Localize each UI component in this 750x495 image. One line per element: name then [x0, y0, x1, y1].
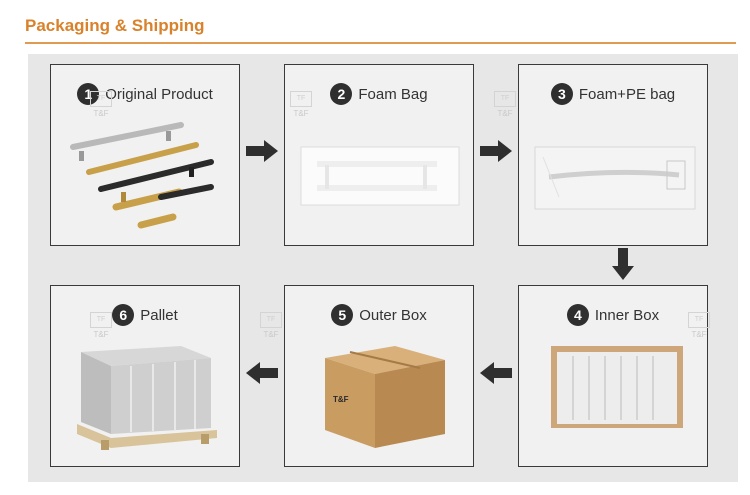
- step-card-foam-bag: 2 Foam Bag TF T&F: [284, 64, 474, 246]
- title-rule: [25, 42, 736, 44]
- arrow-left-icon: [246, 362, 278, 384]
- step-card-inner-box: 4 Inner Box TF T&F: [518, 285, 711, 467]
- arrow-right-icon: [480, 140, 512, 162]
- step-card-outer-box: 5 Outer Box T&F TF T&F: [260, 285, 474, 467]
- step-number-badge: 1: [77, 83, 100, 105]
- box-brand-print: T&F: [333, 395, 349, 404]
- step-caption: 4 Inner Box: [519, 304, 707, 326]
- step-label: Foam+PE bag: [578, 85, 676, 103]
- step-card-original-product: 1 Original Product TF T&F: [50, 64, 240, 246]
- flow-panel: 1 Original Product TF T&F 2 Foam B: [28, 54, 738, 482]
- step-label: Pallet: [140, 306, 178, 324]
- step-number-badge: 6: [112, 304, 135, 326]
- step-label: Foam Bag: [358, 85, 428, 103]
- inner-box-image: [551, 346, 683, 428]
- step-caption: 6 Pallet: [51, 304, 239, 326]
- step-caption: 2 Foam Bag: [285, 83, 473, 105]
- arrow-right-icon: [246, 140, 278, 162]
- step-card-foam-pe-bag: 3 Foam+PE bag TF T&F: [494, 64, 708, 246]
- step-label: Outer Box: [359, 306, 427, 324]
- watermark-logo: TF T&F: [259, 312, 283, 339]
- step-caption: 5 Outer Box: [285, 304, 473, 326]
- arrow-down-icon: [612, 248, 634, 280]
- pe-bag-image: [534, 146, 696, 210]
- step-number-badge: 2: [330, 83, 353, 105]
- step-card-pallet: 6 Pallet TF T&F: [50, 285, 240, 467]
- watermark-logo: TF T&F: [89, 91, 113, 118]
- watermark-logo: TF T&F: [687, 312, 711, 339]
- step-number-badge: 3: [550, 83, 573, 105]
- step-caption: 1 Original Product: [51, 83, 239, 105]
- outer-box-image: T&F: [325, 346, 445, 448]
- step-number-badge: 5: [331, 304, 354, 326]
- section-title: Packaging & Shipping: [25, 16, 205, 35]
- step-number-badge: 4: [566, 304, 589, 326]
- arrow-left-icon: [480, 362, 512, 384]
- pallet-image: [77, 346, 217, 450]
- watermark-logo: TF T&F: [89, 312, 113, 339]
- watermark-logo: TF T&F: [289, 91, 313, 118]
- handles-image: [70, 122, 214, 229]
- step-caption: 3 Foam+PE bag: [519, 83, 707, 105]
- watermark-logo: TF T&F: [493, 91, 517, 118]
- foam-bag-image: [300, 146, 460, 206]
- step-label: Inner Box: [594, 306, 660, 324]
- step-label: Original Product: [105, 85, 213, 103]
